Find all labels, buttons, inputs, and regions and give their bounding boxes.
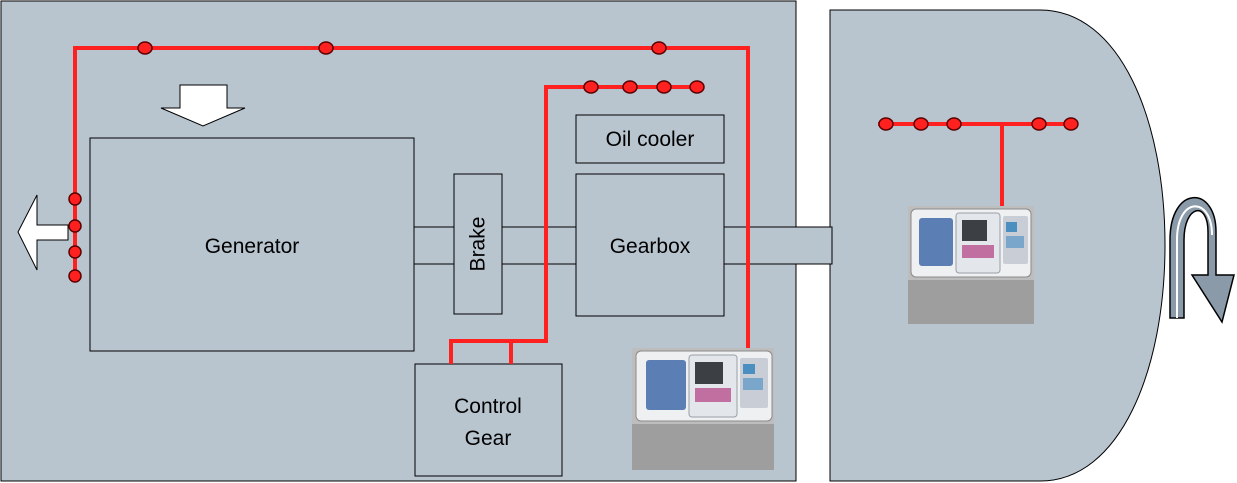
sensor-node (656, 80, 672, 94)
control-gear-label-line2: Gear (465, 427, 512, 450)
main-shaft (723, 226, 833, 265)
gearbox-label: Gearbox (610, 235, 691, 258)
sensor-nodes (68, 41, 1079, 283)
sensor-node (583, 80, 599, 94)
sensor-node (318, 41, 334, 55)
sensor-node (651, 41, 667, 55)
sensor-node (68, 245, 82, 259)
oil-cooler-box: Oil cooler (575, 114, 725, 164)
sensor-node (1031, 117, 1047, 131)
sensor-node (913, 117, 929, 131)
sensor-node (689, 80, 705, 94)
sensor-node (622, 80, 638, 94)
generator-label: Generator (205, 235, 300, 258)
sensor-node (946, 117, 962, 131)
sensor-node (68, 219, 82, 233)
brake-box: Brake (453, 173, 503, 315)
hollow-arrow-down-icon (160, 84, 246, 127)
controller-unit-icon (632, 348, 774, 470)
controller-unit-icon (908, 206, 1034, 324)
control-gear-box: Control Gear (414, 363, 563, 477)
generator-box: Generator (89, 137, 415, 352)
brake-label: Brake (467, 217, 490, 272)
sensor-node (878, 117, 894, 131)
sensor-node (68, 192, 82, 206)
gearbox-box: Gearbox (575, 173, 725, 317)
control-gear-label-line1: Control (454, 395, 522, 418)
cable-main-bus (73, 46, 750, 352)
sensor-node (137, 41, 153, 55)
hollow-arrow-left-icon (17, 194, 69, 271)
rotation-arrow-icon (1169, 196, 1235, 324)
oil-cooler-label: Oil cooler (606, 128, 695, 151)
sensor-node (68, 269, 82, 283)
sensor-node (1063, 117, 1079, 131)
